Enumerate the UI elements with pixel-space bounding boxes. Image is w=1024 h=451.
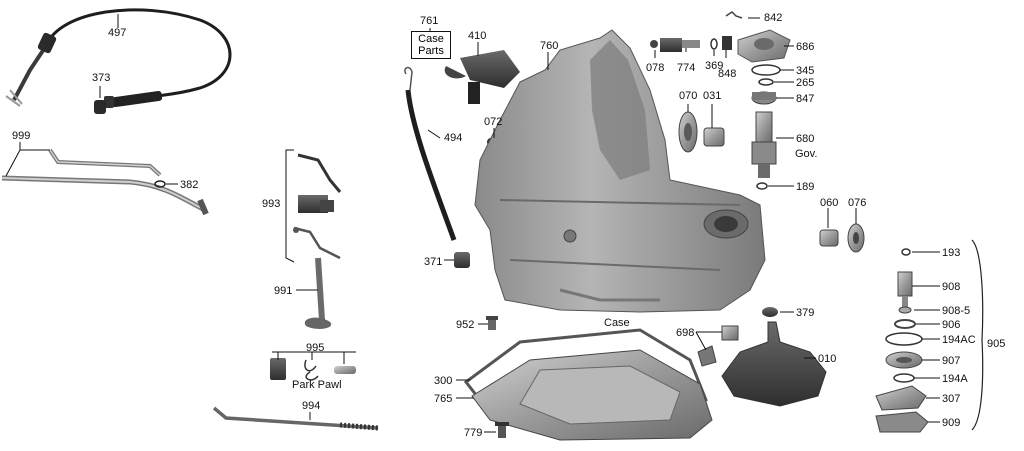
label-189: 189	[796, 181, 815, 193]
part-189-clip	[756, 182, 768, 190]
part-991-shaft	[304, 257, 332, 329]
label-760: 760	[540, 40, 559, 52]
label-194ac: 194AC	[942, 334, 976, 346]
label-497: 497	[108, 27, 127, 39]
label-case: Case	[604, 317, 630, 329]
part-497-cable	[5, 8, 232, 108]
case-parts-line2: Parts	[418, 45, 444, 57]
part-993-parts	[293, 153, 342, 260]
label-991: 991	[274, 285, 293, 297]
label-494: 494	[444, 132, 463, 144]
part-371-seal	[454, 252, 470, 268]
part-010-filter	[721, 321, 827, 407]
part-848-plug	[722, 36, 732, 50]
label-765: 765	[434, 393, 453, 405]
case-parts-box: Case Parts	[411, 31, 451, 59]
part-031-bushing	[703, 127, 725, 147]
part-076-seal	[847, 223, 865, 253]
label-194a: 194A	[942, 373, 968, 385]
bracket-905	[971, 239, 984, 431]
part-842-clip	[725, 11, 743, 19]
part-410-switch	[444, 50, 520, 104]
label-072: 072	[484, 116, 503, 128]
label-379: 379	[796, 307, 815, 319]
part-999-pipes	[1, 148, 209, 216]
label-842: 842	[764, 12, 783, 24]
label-686: 686	[796, 41, 815, 53]
label-680: 680	[796, 133, 815, 145]
label-952: 952	[456, 319, 475, 331]
part-847-gear	[751, 91, 777, 105]
part-995-park-pawl	[270, 358, 356, 381]
label-060: 060	[820, 197, 839, 209]
label-078: 078	[646, 62, 665, 74]
label-369: 369	[705, 60, 724, 72]
label-907: 907	[942, 355, 961, 367]
label-010: 010	[818, 353, 837, 365]
label-070: 070	[679, 90, 698, 102]
label-908-5: 908-5	[942, 305, 971, 317]
part-680-governor	[751, 111, 777, 178]
part-905-stack	[875, 248, 929, 433]
label-848: 848	[718, 68, 737, 80]
case-parts-line1: Case	[418, 33, 444, 45]
part-494-dipstick-tube	[404, 66, 457, 241]
part-369-oring	[710, 38, 718, 50]
part-345-oring	[751, 64, 781, 76]
part-265-washer	[758, 78, 774, 86]
label-906: 906	[942, 319, 961, 331]
label-371: 371	[424, 256, 443, 268]
label-382: 382	[180, 179, 199, 191]
label-995: 995	[306, 342, 325, 354]
part-994-rod	[212, 406, 379, 431]
label-193: 193	[942, 247, 961, 259]
label-909: 909	[942, 417, 961, 429]
part-952-bolt	[486, 316, 498, 330]
part-774-sensor	[660, 38, 700, 52]
part-379-seal	[762, 307, 778, 317]
label-761: 761	[420, 15, 439, 27]
part-070-pan	[678, 111, 698, 153]
label-410: 410	[468, 30, 487, 42]
label-774: 774	[677, 62, 696, 74]
part-193	[901, 248, 911, 256]
part-078-bolt	[650, 40, 658, 48]
label-373: 373	[92, 72, 111, 84]
label-076: 076	[848, 197, 867, 209]
label-779: 779	[464, 427, 483, 439]
part-765-oil-pan	[471, 349, 713, 441]
label-345: 345	[796, 65, 815, 77]
part-779-bolt	[495, 422, 509, 438]
part-060-bushing	[819, 229, 839, 247]
label-265: 265	[796, 77, 815, 89]
part-760-transmission-case	[474, 29, 766, 313]
part-373-grommet	[94, 100, 106, 114]
label-908: 908	[942, 281, 961, 293]
label-994: 994	[302, 400, 321, 412]
part-382-oring	[154, 180, 166, 188]
label-999: 999	[12, 130, 31, 142]
leader-lines	[5, 14, 940, 433]
label-307: 307	[942, 393, 961, 405]
label-031: 031	[703, 90, 722, 102]
part-686-cover	[737, 29, 791, 63]
label-993: 993	[262, 198, 281, 210]
part-698-clips	[697, 325, 739, 367]
label-300: 300	[434, 375, 453, 387]
label-905: 905	[987, 338, 1006, 350]
label-698: 698	[676, 327, 695, 339]
label-gov: Gov.	[795, 148, 818, 160]
label-park-pawl: Park Pawl	[292, 379, 342, 391]
label-847: 847	[796, 93, 815, 105]
